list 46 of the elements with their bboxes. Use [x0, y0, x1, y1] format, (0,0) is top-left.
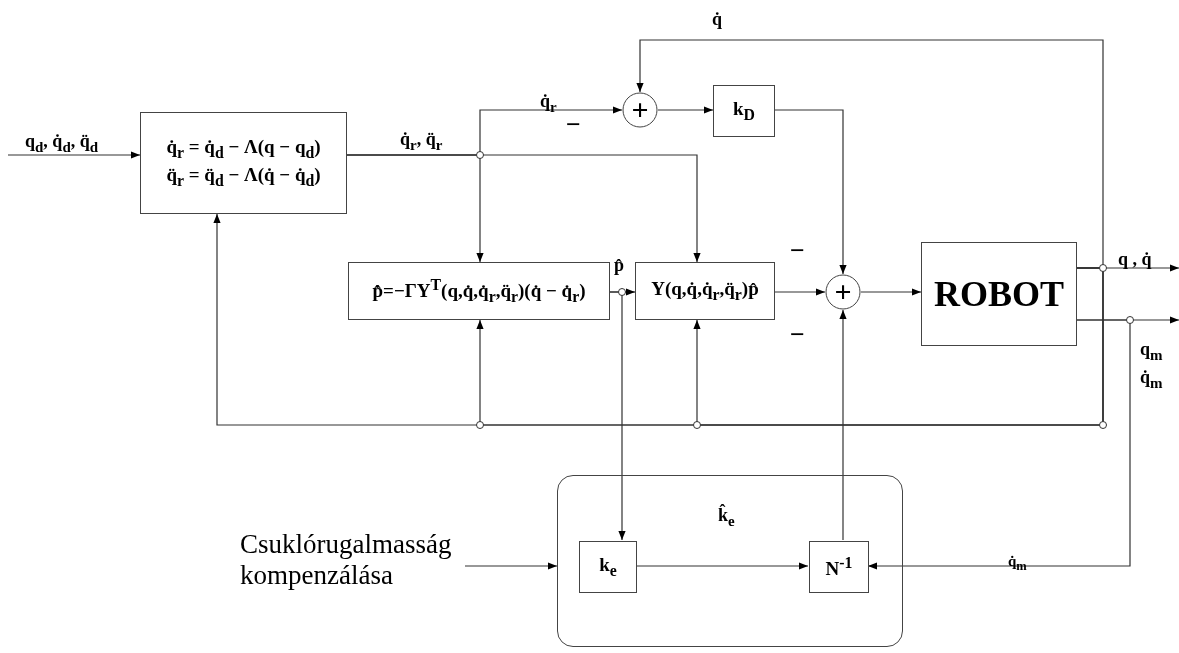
signal-arrow [774, 109, 847, 275]
formula-text: k$_{e}$ [599, 553, 617, 581]
formula-text: p̂̇=−ΓY$^{T}$(q,q̇,q̇$_{r}$,q̈$_{r}$)(q̇ − q̇$_{r}$) [372, 275, 586, 307]
signal-label: q , q̇ [1118, 250, 1152, 268]
adaptation-box [348, 262, 610, 320]
equation-box [140, 112, 347, 214]
formula-text: q̇$_{r}$ = q̇$_{d}$ − Λ(q − q$_{d}$) [166, 135, 321, 163]
signal-label: q̇$_{m}$ [1008, 554, 1027, 573]
signal-arrow [867, 319, 1131, 570]
signal-label: p̂ [614, 256, 624, 274]
signal-label: q̇ [712, 10, 722, 28]
robot-box [921, 242, 1077, 346]
sign-label: − [566, 112, 581, 138]
signal-arrow [635, 562, 809, 570]
plus-sign: + [834, 274, 852, 311]
signal-label: q̇$_{m}$ [1140, 368, 1163, 391]
sign-label: − [790, 322, 805, 348]
compensation-panel [557, 475, 903, 647]
signal-arrow [839, 309, 847, 541]
signal-label: q̇$_{r}$, q̈$_{r}$ [400, 130, 443, 153]
formula-text: q̈$_{r}$ = q̈$_{d}$ − Λ(q̇ − q̇$_{d}$) [166, 163, 321, 191]
signal-arrow [346, 154, 701, 263]
signal-arrow [774, 288, 826, 296]
signal-label: q̇$_{r}$ [540, 92, 557, 115]
signal-arrow [860, 288, 922, 296]
signal-label: q$_{d}$, q̇$_{d}$, q̈$_{d}$ [25, 132, 99, 155]
inverse-gain-box [809, 541, 869, 593]
signal-label: k̂$_{e}$ [718, 506, 735, 529]
gain-box [713, 85, 775, 137]
formula-text: ROBOT [934, 272, 1064, 316]
signal-label: q$_{m}$ [1140, 340, 1163, 363]
sign-label: − [790, 238, 805, 264]
signal-arrow [657, 106, 714, 114]
signal-arrow [609, 291, 626, 541]
signal-arrow [7, 151, 141, 159]
regressor-box [635, 262, 775, 320]
plus-sign: + [631, 92, 649, 129]
caption-text: Csuklórugalmasság kompenzálása [240, 520, 465, 600]
signal-arrow [693, 267, 1104, 426]
formula-text: Y(q,q̇,q̇$_{r}$,q̈$_{r}$)p̂ [651, 277, 759, 305]
formula-text: N$^{-1}$ [825, 552, 853, 582]
signal-arrow [464, 562, 558, 570]
formula-text: k$_{D}$ [733, 97, 755, 125]
summing-junction [622, 92, 658, 128]
summing-junction [825, 274, 861, 310]
gain-box [579, 541, 637, 593]
